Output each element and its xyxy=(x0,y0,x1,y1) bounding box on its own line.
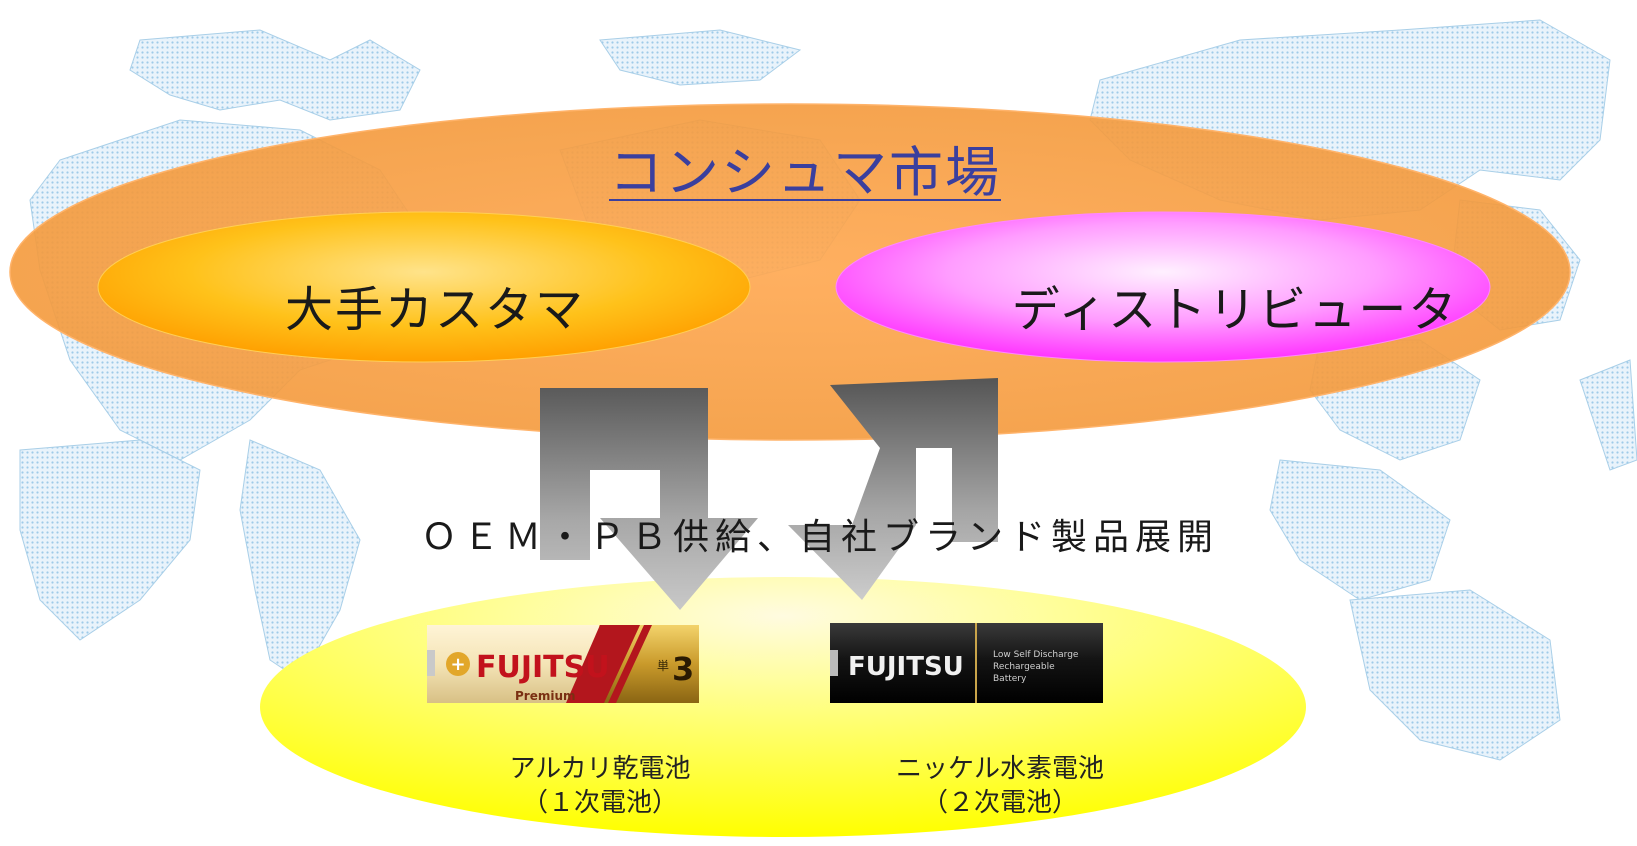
alkaline-badge: Premium xyxy=(515,689,576,703)
arrow-down-left xyxy=(540,388,758,610)
distributor-ellipse xyxy=(835,211,1491,363)
bidirectional-arrow-icon xyxy=(540,378,998,610)
nimh-product-type: （２次電池） xyxy=(921,788,1078,818)
customer-label: 大手カスタマ xyxy=(284,282,585,338)
alkaline-product-name: アルカリ乾電池 xyxy=(509,754,691,784)
alkaline-product-label: アルカリ乾電池 （１次電池） xyxy=(470,752,730,820)
nimh-caption-2: Rechargeable xyxy=(993,662,1055,672)
nimh-battery-image: FUJITSU Low Self Discharge Rechargeable … xyxy=(830,623,1103,703)
svg-text:+: + xyxy=(450,654,465,675)
nimh-caption-1: Low Self Discharge xyxy=(993,650,1079,660)
market-title: コンシュマ市場 xyxy=(609,141,1001,204)
nimh-brand: FUJITSU xyxy=(848,652,964,682)
nimh-product-label: ニッケル水素電池 （２次電池） xyxy=(870,752,1130,820)
alkaline-product-type: （１次電池） xyxy=(521,788,678,818)
products-ellipse xyxy=(260,577,1306,837)
nimh-caption-3: Battery xyxy=(993,674,1027,684)
distributor-label: ディストリビュータ xyxy=(1011,282,1459,338)
alkaline-brand: FUJITSU xyxy=(476,650,610,685)
alkaline-battery-image: + FUJITSU Premium 単 3 xyxy=(427,625,699,703)
alkaline-size-prefix: 単 xyxy=(657,659,669,673)
customer-ellipse xyxy=(97,211,751,363)
arrow-up-right xyxy=(788,378,998,600)
alkaline-size: 3 xyxy=(672,650,694,688)
supply-label: ＯＥＭ・ＰＢ供給、自社ブランド製品展開 xyxy=(420,517,1219,558)
nimh-product-name: ニッケル水素電池 xyxy=(895,754,1104,784)
